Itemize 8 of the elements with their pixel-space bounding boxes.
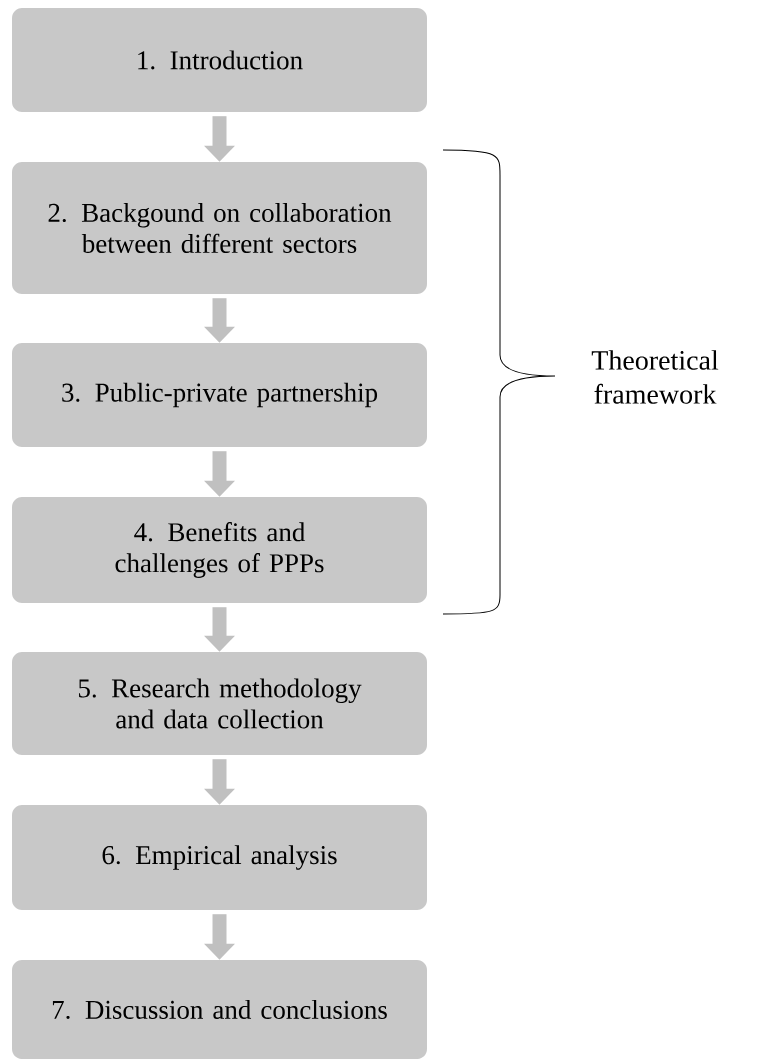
process-box: 7. Discussion and conclusions	[12, 960, 427, 1059]
process-box: 1. Introduction	[12, 8, 427, 112]
process-box: 5. Research methodology and data collection	[12, 652, 427, 755]
process-box: 6. Empirical analysis	[12, 805, 427, 910]
process-box: 3. Public-private partnership	[12, 343, 427, 447]
process-box: 4. Benefits and challenges of PPPs	[12, 497, 427, 603]
process-box: 2. Backgound on collaboration between different sectors	[12, 162, 427, 294]
brace-label: Theoretical framework	[591, 350, 719, 404]
